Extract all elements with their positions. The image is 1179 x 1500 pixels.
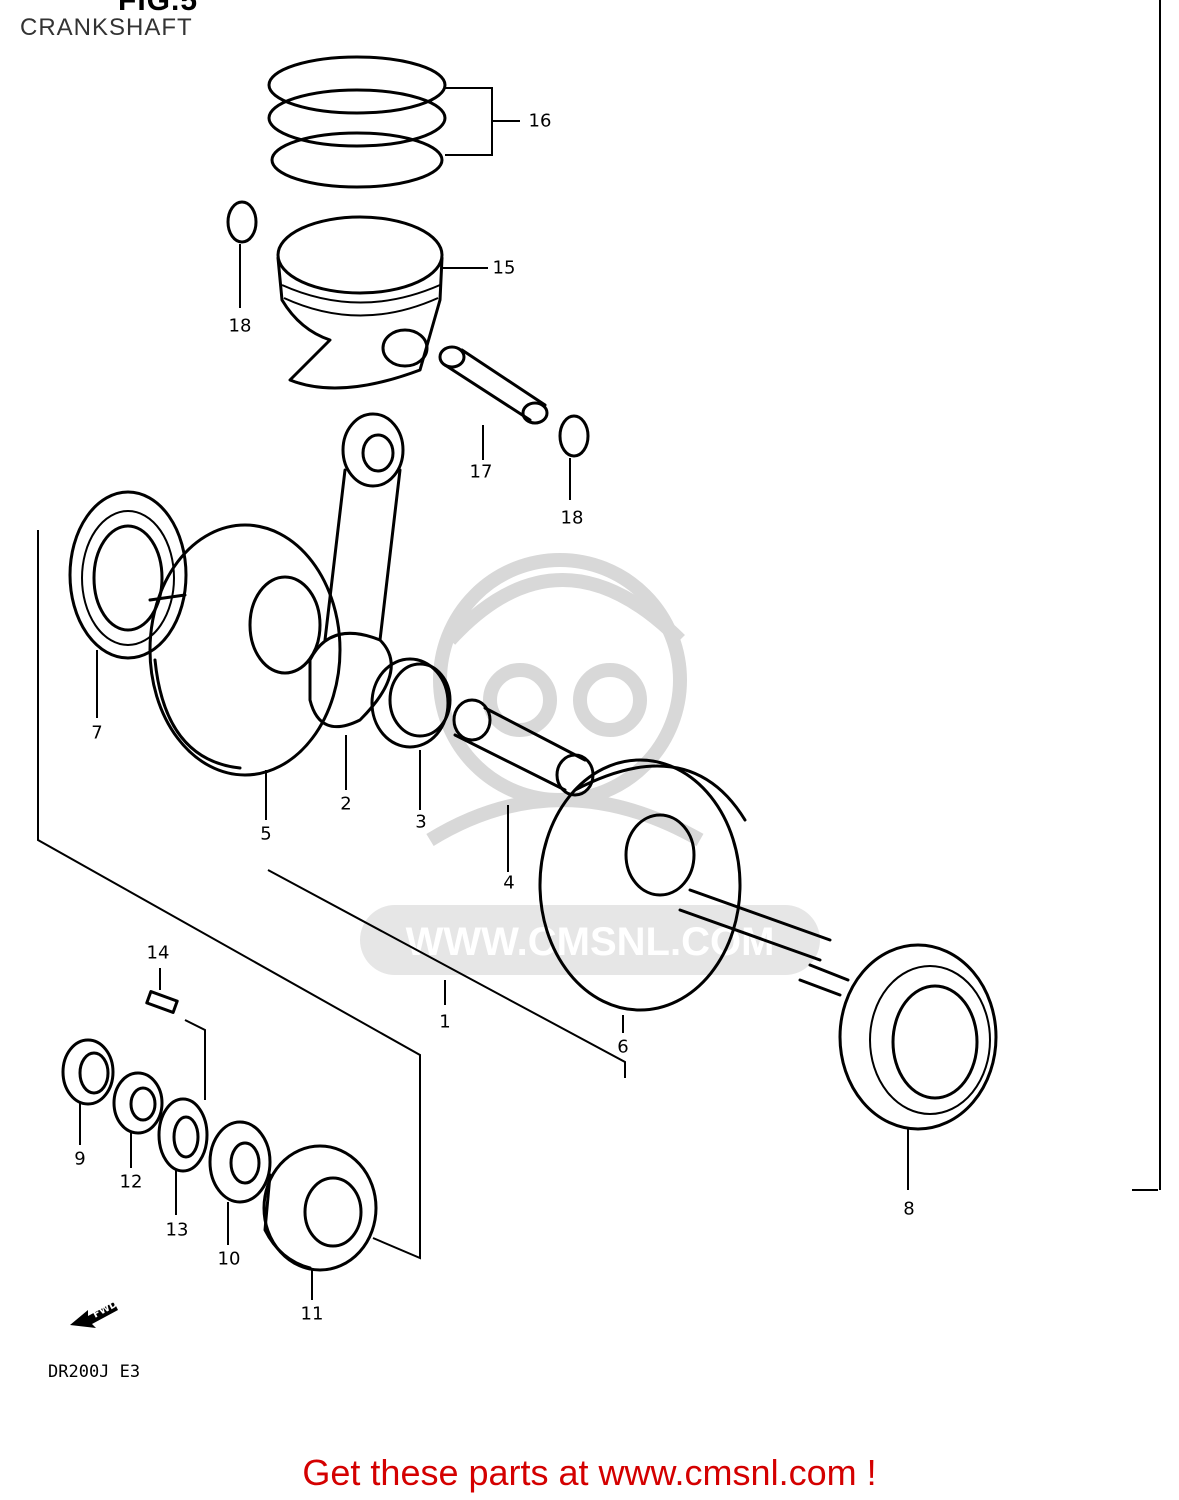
callout-15: 15 <box>492 257 516 279</box>
figure-label: FIG.5 <box>118 0 199 17</box>
washer <box>157 1097 209 1215</box>
circlip-right <box>558 414 590 458</box>
callout-3: 3 <box>415 811 427 833</box>
callout-1: 1 <box>439 1011 451 1033</box>
needle-bearing <box>370 657 452 810</box>
key <box>145 990 179 1014</box>
crank-web-right <box>538 758 850 1033</box>
circlip-left <box>226 200 258 244</box>
piston-pin <box>438 345 549 460</box>
watermark-text: WWW.CMSNL.COM <box>406 920 775 964</box>
model-code: DR200J E3 <box>48 1362 141 1382</box>
watermark-mascot <box>360 553 820 975</box>
callout-12: 12 <box>119 1171 143 1193</box>
cta-link[interactable]: Get these parts at www.cmsnl.com ! <box>302 1452 877 1493</box>
callout-8: 8 <box>903 1198 915 1220</box>
callout-4: 4 <box>503 872 515 894</box>
callout-10: 10 <box>217 1248 241 1270</box>
main-bearing-right <box>838 943 998 1190</box>
callout-6: 6 <box>617 1036 629 1058</box>
piston-rings <box>267 55 520 189</box>
callout-9: 9 <box>74 1148 86 1170</box>
callout-13: 13 <box>165 1219 189 1241</box>
callout-2: 2 <box>340 793 352 815</box>
oil-seal <box>61 1038 115 1145</box>
assembly-bracket <box>37 530 626 1260</box>
callout-7: 7 <box>91 722 103 744</box>
callout-17: 17 <box>469 461 493 483</box>
primary-drive-gear-large <box>262 1144 378 1300</box>
page-title: CRANKSHAFT <box>20 14 193 41</box>
fwd-arrow-icon <box>70 1302 118 1328</box>
connecting-rod <box>308 412 405 790</box>
piston <box>276 215 488 390</box>
crank-pin <box>452 698 595 872</box>
callout-18-right: 18 <box>560 507 584 529</box>
callout-14: 14 <box>146 942 170 964</box>
main-bearing-left <box>68 490 188 718</box>
callout-5: 5 <box>260 823 272 845</box>
primary-drive-gear-small <box>208 1120 272 1245</box>
callout-18-left: 18 <box>228 315 252 337</box>
callout-16: 16 <box>528 110 552 132</box>
fwd-label: FWD <box>91 1299 119 1321</box>
nut <box>112 1071 164 1168</box>
crank-web-left <box>148 523 342 820</box>
callout-11: 11 <box>300 1303 324 1325</box>
